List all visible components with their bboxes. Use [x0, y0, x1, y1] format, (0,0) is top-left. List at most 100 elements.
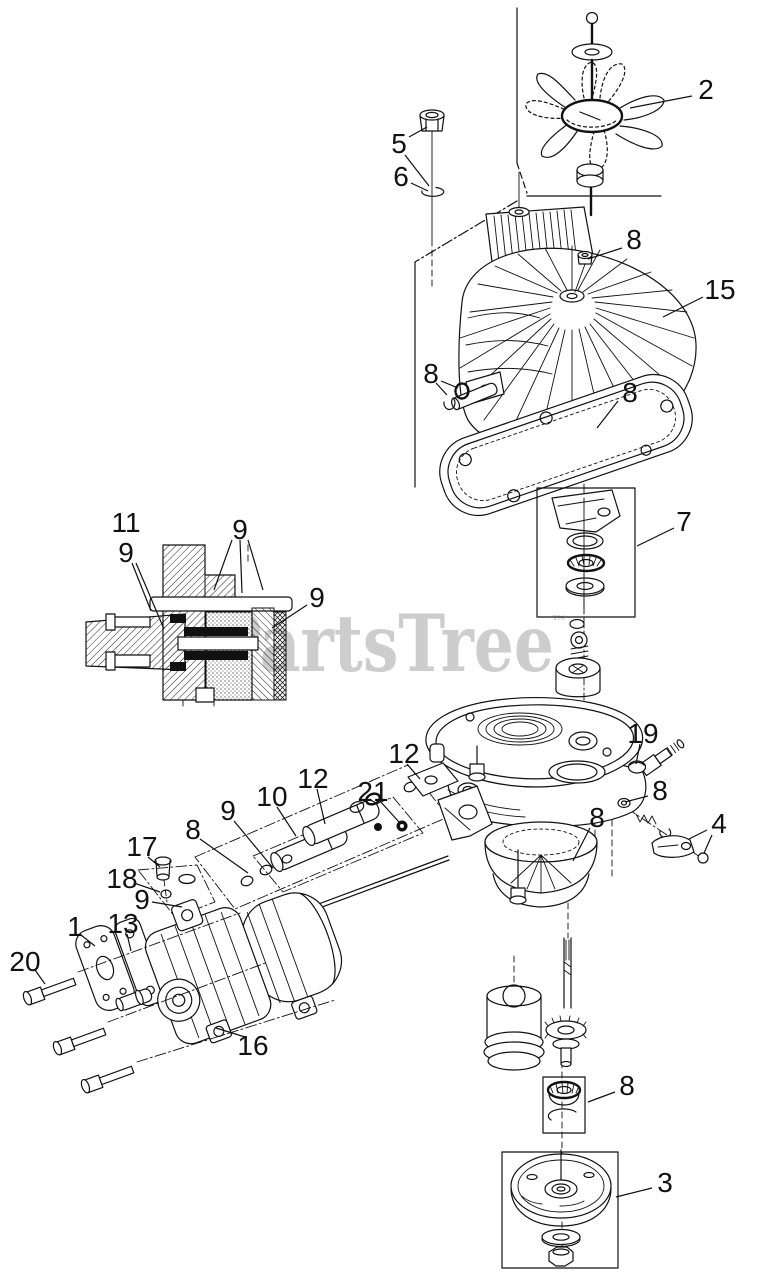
pulley-washer: [541, 1228, 581, 1246]
right-side-parts: [617, 739, 709, 864]
fan-spacer: [576, 163, 604, 177]
leader-line-c24: [133, 882, 161, 893]
bracket-item12-upper: [407, 762, 459, 797]
leader-line-c13: [406, 763, 421, 780]
filter: [483, 984, 545, 1071]
callout-c25-label-9: 9: [134, 884, 150, 915]
pulley-nut: [548, 1246, 574, 1267]
leader-line-c11: [213, 539, 233, 591]
leader-line-c10: [131, 562, 152, 612]
pump-block: [144, 899, 272, 1045]
fan-assembly: [419, 11, 665, 241]
input-shaft-stub: [115, 988, 153, 1012]
callout-c09-label-11: 11: [111, 507, 140, 538]
oil-pan: [484, 821, 598, 908]
callout-c07-label-8: 8: [622, 377, 638, 408]
callout-c15-label-8: 8: [652, 775, 668, 806]
washer-item8-right: [617, 797, 631, 809]
seal-ring: [566, 532, 604, 550]
swash-plate: [437, 785, 493, 841]
leader-line-c06: [435, 382, 448, 396]
fitting-cap: [178, 873, 196, 885]
cross-section-detail: [85, 544, 293, 707]
brace-item16: [205, 1019, 232, 1044]
leader-line-c17: [572, 827, 591, 862]
leader-line-c01: [629, 95, 693, 109]
piston-kit-box-outer: [194, 764, 449, 910]
callout-c14-label-19: 19: [627, 718, 658, 749]
callout-c23-label-17: 17: [126, 831, 157, 862]
kit-3-bracket-box: [501, 1151, 619, 1269]
leader-line-c14: [635, 743, 641, 765]
nut-item5: [419, 109, 445, 132]
callout-c22-label-8: 8: [185, 814, 201, 845]
leader-line-c20: [276, 806, 297, 837]
callout-c01-label-2: 2: [698, 74, 714, 105]
leader-line-c22: [199, 838, 249, 874]
leader-line-c07: [596, 400, 619, 429]
leader-line-c05: [662, 296, 704, 318]
callout-c28-label-20: 20: [9, 946, 40, 977]
watermark-tm: ™: [551, 612, 567, 631]
leader-line-c08: [636, 527, 675, 547]
leader-line-c30: [587, 1091, 616, 1103]
top-tab: [171, 899, 204, 932]
leader-line-c27: [126, 933, 132, 952]
oring-item18: [160, 889, 172, 899]
fan-blades: [525, 61, 665, 171]
pump-rotor: [555, 657, 601, 698]
leader-line-c16: [688, 829, 708, 840]
leader-line-c23: [147, 856, 161, 868]
kit-8-bearing: [542, 1076, 586, 1134]
leader-line-c21: [233, 820, 274, 869]
leader-line-c06: [440, 380, 459, 389]
leader-line-c02: [408, 126, 428, 138]
rear-cylinder: [241, 892, 343, 1020]
callout-c10-label-9: 9: [118, 537, 134, 568]
callout-c16-label-4: 4: [711, 808, 727, 839]
callout-c13-label-12: 12: [388, 738, 419, 769]
callout-c06-label-8: 8: [423, 358, 439, 389]
end-cap-item1: [75, 925, 135, 1011]
callout-c02-label-5: 5: [391, 128, 407, 159]
nut-item21: [396, 820, 408, 832]
spring: [635, 813, 657, 825]
callout-c31-label-3: 3: [657, 1167, 673, 1198]
leader-line-c11: [247, 539, 264, 591]
callout-c04-label-8: 8: [626, 224, 642, 255]
bolt-axes: [77, 912, 336, 1063]
callout-c24-label-18: 18: [106, 863, 137, 894]
ribbed-port: [477, 712, 563, 746]
housing-bolt-bottom: [509, 849, 527, 905]
leader-line-c19: [316, 788, 326, 825]
callout-c30-label-8: 8: [619, 1070, 635, 1101]
ring-item8-left: [454, 382, 470, 400]
washer-item6: [421, 186, 445, 197]
callout-c05-label-15: 15: [704, 274, 735, 305]
kit-7-bracket-box: [536, 487, 636, 618]
fitting-kit-box: [137, 864, 216, 918]
callout-c17-label-8: 8: [589, 802, 605, 833]
kit-8-bracket-box: [542, 1076, 586, 1134]
bolts-item20: [22, 977, 135, 1094]
callout-c26-label-1: 1: [67, 911, 83, 942]
callout-c12-label-9: 9: [309, 582, 325, 613]
callout-c29-label-16: 16: [237, 1030, 268, 1061]
leader-line-c11: [239, 539, 243, 594]
callout-c08-label-7: 7: [676, 506, 692, 537]
bottom-stack: [483, 937, 619, 1269]
callout-c11-label-9: 9: [232, 514, 248, 545]
kit-7: [536, 487, 636, 618]
leader-line-c28: [34, 969, 46, 985]
leader-line-c25: [151, 901, 183, 908]
valve-parts: [555, 618, 601, 698]
retaining-ring: [547, 1108, 577, 1121]
bearing-section-lower: [184, 651, 248, 660]
leader-line-c18: [379, 800, 400, 823]
plug-item19: [627, 760, 647, 774]
callout-c20-label-10: 10: [256, 781, 287, 812]
linkage-arm-item4: [651, 835, 695, 858]
